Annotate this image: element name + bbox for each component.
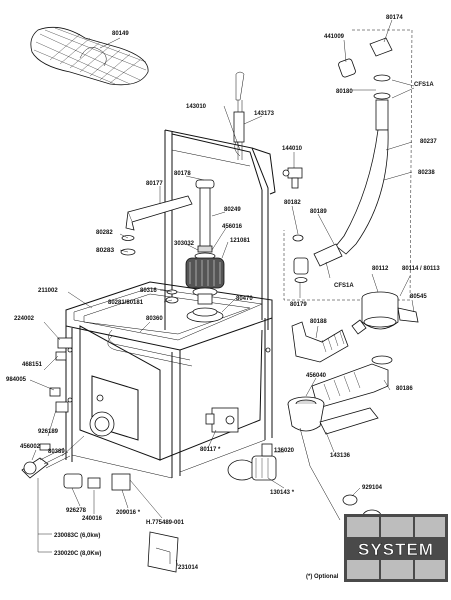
label-80281-80181: 80281/80181 bbox=[108, 300, 144, 306]
hose-80186 bbox=[311, 363, 389, 409]
filter-basket-80149 bbox=[30, 26, 149, 86]
label-230083c: 230083C (6,0kw) bbox=[54, 533, 100, 539]
label-80182: 80182 bbox=[284, 200, 301, 206]
label-224002: 224002 bbox=[14, 316, 35, 322]
label-456016: 456016 bbox=[222, 224, 243, 230]
label-456040: 456040 bbox=[306, 373, 327, 379]
part-labels: 80149 80174 441009 80180 CFS1A 143010 14… bbox=[6, 15, 440, 580]
label-929104: 929104 bbox=[362, 485, 383, 491]
label-926278: 926278 bbox=[66, 508, 87, 514]
label-80316: 80316 bbox=[140, 288, 157, 294]
drain-pump-80112 bbox=[351, 291, 419, 365]
label-121081: 121081 bbox=[230, 238, 251, 244]
label-cfs1a-mid: CFS1A bbox=[334, 283, 354, 289]
pump-130143 bbox=[227, 443, 277, 481]
leader-lines bbox=[29, 19, 415, 567]
label-80238: 80238 bbox=[418, 170, 435, 176]
logo-text: SYSTEM bbox=[358, 540, 434, 559]
label-80545: 80545 bbox=[410, 294, 427, 300]
label-80149: 80149 bbox=[112, 31, 129, 37]
label-cfs1a-top: CFS1A bbox=[414, 82, 434, 88]
hose-80188 bbox=[291, 321, 349, 363]
label-80249: 80249 bbox=[224, 207, 241, 213]
label-775489-001: H.775489-001 bbox=[146, 520, 185, 526]
label-240016: 240016 bbox=[82, 516, 103, 522]
solenoid-80117 bbox=[205, 407, 239, 433]
drain-sump-456040 bbox=[287, 396, 379, 521]
label-231014: 231014 bbox=[178, 565, 199, 571]
inlet-pipes bbox=[233, 71, 245, 160]
label-80112: 80112 bbox=[372, 266, 389, 272]
wash-arm-assembly bbox=[120, 179, 215, 256]
label-80180: 80180 bbox=[336, 89, 353, 95]
label-143010: 143010 bbox=[186, 104, 207, 110]
label-230020c: 230020C (8,0Kw) bbox=[54, 551, 101, 557]
small-components bbox=[39, 337, 131, 491]
pump-121081 bbox=[165, 252, 225, 323]
valve-144010 bbox=[282, 167, 303, 189]
label-468151: 468151 bbox=[22, 362, 43, 368]
label-209016: 209016 * bbox=[116, 510, 141, 516]
heater-element bbox=[21, 447, 71, 479]
label-211002: 211002 bbox=[38, 288, 58, 294]
label-144010: 144010 bbox=[282, 146, 303, 152]
air-break-assembly bbox=[283, 29, 413, 301]
label-80470: 80470 bbox=[236, 296, 253, 302]
label-80237: 80237 bbox=[420, 139, 437, 145]
label-80189: 80189 bbox=[310, 209, 327, 215]
label-80174: 80174 bbox=[386, 15, 403, 21]
label-80186: 80186 bbox=[396, 386, 413, 392]
label-80188: 80188 bbox=[310, 319, 327, 325]
label-984005: 984005 bbox=[6, 377, 27, 383]
system-logo: SYSTEM bbox=[344, 514, 448, 582]
label-80389: 80389 bbox=[48, 449, 65, 455]
label-143136: 143136 bbox=[330, 453, 351, 459]
bracket-231014 bbox=[147, 531, 179, 573]
label-143173: 143173 bbox=[254, 111, 275, 117]
label-441009: 441009 bbox=[324, 34, 345, 40]
label-80117: 80117 * bbox=[200, 447, 221, 453]
label-80178: 80178 bbox=[174, 171, 191, 177]
label-80283: 80283 bbox=[96, 247, 114, 254]
label-80179: 80179 bbox=[290, 302, 307, 308]
label-456002: 456002 bbox=[20, 444, 41, 450]
label-926189: 926189 bbox=[38, 429, 59, 435]
label-130143: 130143 * bbox=[270, 490, 295, 496]
label-80177: 80177 bbox=[146, 181, 163, 187]
label-136020: 136020 bbox=[274, 448, 295, 454]
label-303032: 303032 bbox=[174, 241, 195, 247]
machine-frame bbox=[65, 129, 276, 479]
label-80114-80113: 80114 / 80113 bbox=[402, 266, 440, 272]
optional-note: (*) Optional bbox=[306, 574, 339, 580]
label-80360: 80360 bbox=[146, 316, 163, 322]
label-80282: 80282 bbox=[96, 230, 113, 236]
